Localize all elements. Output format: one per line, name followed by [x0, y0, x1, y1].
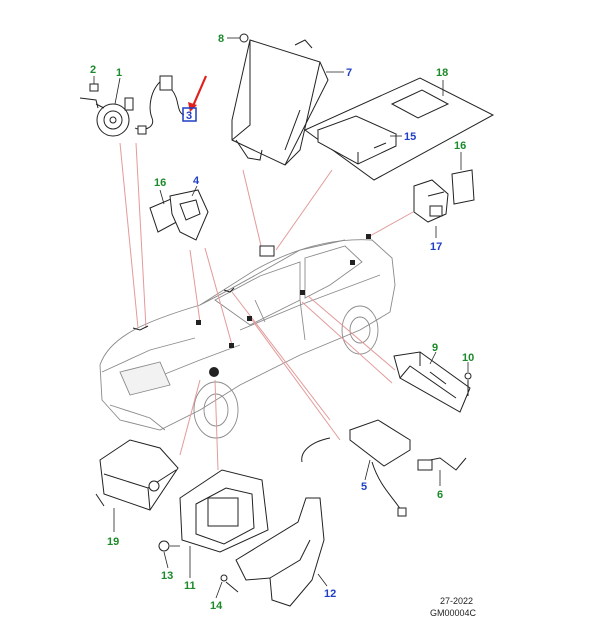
callout-12: 12	[324, 588, 336, 600]
callout-6: 6	[437, 489, 443, 501]
part-harness-3	[124, 75, 185, 135]
callout-18: 18	[436, 67, 448, 79]
part-module-15	[316, 115, 398, 165]
leader-lines	[113, 37, 469, 599]
highlight-marker	[182, 75, 208, 122]
footer-code: GM00004C	[430, 608, 477, 618]
callout-10: 10	[462, 352, 474, 364]
part-module-5	[301, 419, 411, 517]
part-bolt-14	[220, 574, 239, 593]
callout-13: 13	[161, 570, 173, 582]
callout-7: 7	[346, 67, 352, 79]
part-bracket-4	[169, 189, 209, 241]
part-sensor-17	[413, 179, 449, 223]
guide-lines	[119, 142, 414, 471]
part-control-module-7	[231, 39, 329, 166]
callout-5: 5	[361, 481, 367, 493]
callout-9: 9	[432, 342, 438, 354]
callout-11: 11	[184, 580, 196, 592]
part-pad-16-right	[451, 169, 475, 205]
part-nut-13	[158, 540, 180, 552]
callout-17: 17	[430, 241, 442, 253]
callout-2: 2	[90, 64, 96, 76]
callout-3: 3	[186, 110, 192, 122]
part-nut-8	[239, 33, 249, 43]
callout-4: 4	[193, 175, 200, 187]
callout-15: 15	[404, 131, 416, 143]
footer-date: 27-2022	[440, 596, 473, 606]
part-bolt-2	[89, 76, 99, 92]
vehicle-outline	[99, 239, 396, 439]
part-cover-11	[179, 469, 269, 553]
part-bracket-12	[235, 497, 325, 607]
part-horn	[79, 97, 130, 137]
callout-14: 14	[210, 600, 223, 612]
part-unit-19	[95, 439, 179, 511]
callout-1: 1	[116, 67, 122, 79]
callout-19: 19	[107, 536, 119, 548]
callout-16-left: 16	[154, 177, 166, 189]
part-module-9	[393, 351, 471, 413]
callout-8: 8	[218, 33, 224, 45]
part-screw-10	[464, 372, 472, 396]
part-harness-6	[417, 457, 467, 471]
callout-16-right: 16	[454, 140, 466, 152]
vehicle-markers	[132, 234, 371, 377]
